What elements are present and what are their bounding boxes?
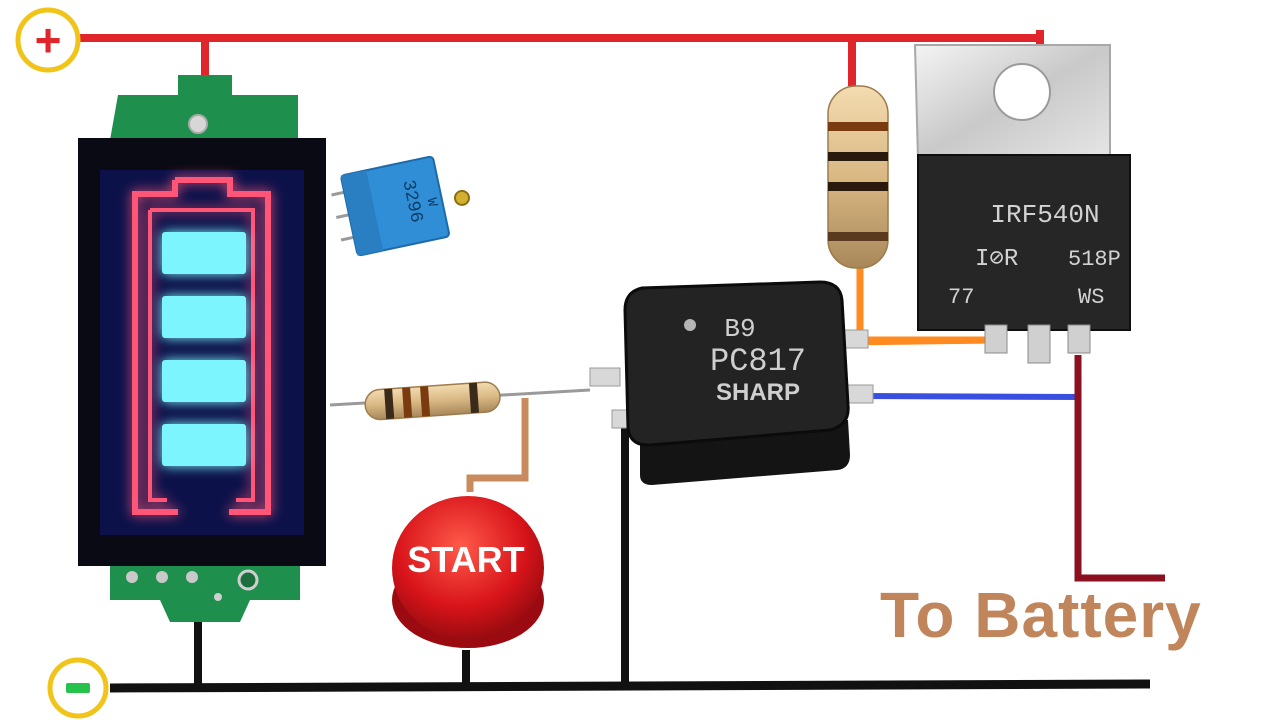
- negative-rail-wire: [109, 679, 1151, 693]
- mosfet-plant-code: WS: [1078, 285, 1104, 310]
- source-wire: [854, 393, 1081, 400]
- mosfet-logo: I⊘R: [975, 246, 1018, 273]
- battery-outline: [132, 177, 271, 515]
- battery-level-bar: [162, 296, 246, 338]
- gate-resistor: [827, 85, 889, 269]
- negative-terminal: [47, 657, 109, 719]
- positive-symbol: +: [35, 14, 62, 66]
- start-button-label: START: [407, 539, 524, 580]
- battery-level-bar: [162, 360, 246, 402]
- input-resistor: [364, 381, 501, 421]
- mosfet-model: IRF540N: [990, 200, 1099, 230]
- negative-symbol: [66, 683, 90, 693]
- optocoupler: B9 PC817 SHARP: [589, 280, 874, 485]
- battery-level-bar: [162, 232, 246, 274]
- battery-level-bars: [162, 232, 246, 466]
- start-button[interactable]: START: [392, 496, 544, 648]
- mosfet: IRF540N I⊘R 518P 77 WS: [913, 44, 1131, 364]
- button-wire: [466, 398, 529, 492]
- mosfet-lot-code: 77: [948, 285, 974, 310]
- to-battery-label: To Battery: [880, 579, 1202, 651]
- positive-terminal: +: [15, 7, 81, 73]
- mosfet-date-code: 518P: [1068, 247, 1121, 272]
- battery-level-bar: [162, 424, 246, 466]
- trimmer-marking: W: [423, 197, 441, 209]
- optocoupler-brand: SHARP: [716, 379, 800, 406]
- battery-level-indicator: [78, 75, 326, 622]
- optocoupler-code: B9: [724, 314, 755, 344]
- trimmer-potentiometer: 3296 W: [331, 155, 470, 257]
- optocoupler-model: PC817: [710, 343, 806, 380]
- indicator-pcb: [110, 75, 298, 140]
- to-battery-wire: [1074, 355, 1165, 582]
